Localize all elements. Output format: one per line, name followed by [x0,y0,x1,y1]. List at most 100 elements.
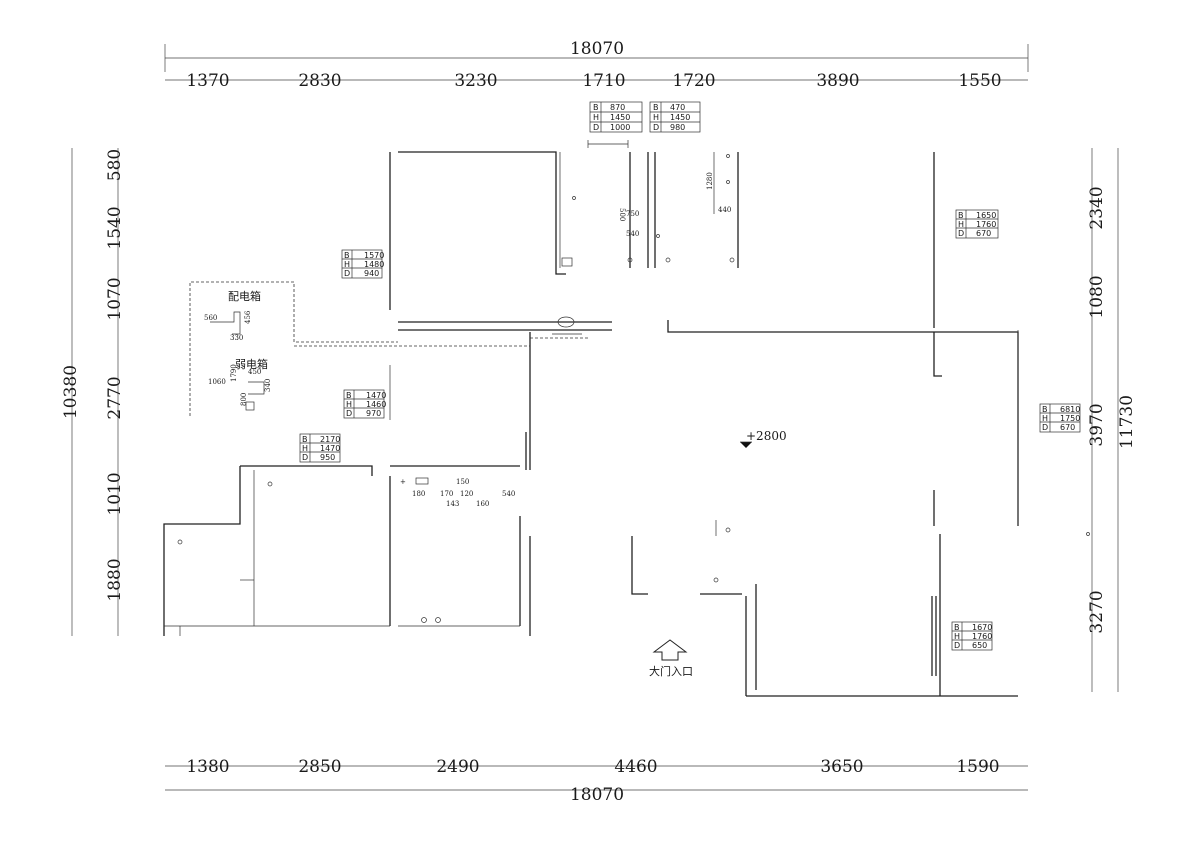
small-dim-text: 450 [248,368,261,376]
tag-h-letter: H [954,632,960,641]
cabinet-tag: B H D 1650 1760 670 [955,209,999,239]
walls [163,151,1019,697]
tag-b-value: 1650 [976,211,996,220]
tag-b-letter: B [346,391,352,400]
elevation-marker: +2800 [740,429,787,448]
tag-d-value: 950 [320,453,335,462]
top-dim-5: 1720 [672,71,715,91]
tag-h-value: 1750 [1060,414,1080,423]
tag-b-value: 870 [610,103,625,112]
small-dim-text: 1790 [230,364,238,382]
tag-d-letter: D [954,641,960,650]
small-dim-text: 330 [230,334,243,342]
tag-h-letter: H [344,260,350,269]
top-dim-3: 3230 [454,71,497,91]
tag-h-value: 1450 [670,113,690,122]
small-dim-text: 160 [476,500,489,508]
small-dim-text: 540 [502,490,515,498]
small-dim-text: 180 [412,490,425,498]
small-dim-text: 170 [440,490,453,498]
right-dim-1: 2340 [1087,186,1107,229]
tag-b-letter: B [344,251,350,260]
small-dim-text: 340 [264,379,272,392]
bottom-dim-5: 3650 [820,757,863,777]
bottom-dim-3: 2490 [436,757,479,777]
left-dim-1: 580 [105,149,125,181]
tag-h-value: 1470 [320,444,340,453]
cabinet-tags: B H D 870 1450 1000 B H D 470 1450 980 B… [299,101,1080,651]
small-dim-text: 1280 [706,172,714,190]
bottom-dim-1: 1380 [186,757,229,777]
small-dim-text: 120 [460,490,473,498]
tag-h-value: 1450 [610,113,630,122]
top-dim-2: 2830 [298,71,341,91]
cabinet-tag: B H D 6810 1750 670 [1039,403,1080,433]
tag-d-letter: D [958,229,964,238]
tag-d-letter: D [344,269,350,278]
small-dim-text: 750 [626,210,639,218]
tag-b-value: 470 [670,103,685,112]
top-dim-4: 1710 [582,71,625,91]
cabinet-tag: B H D 1570 1480 940 [341,249,384,279]
tag-h-letter: H [346,400,352,409]
left-dim-3: 1070 [105,277,125,320]
left-dim-5: 1010 [105,472,125,515]
tag-d-value: 650 [972,641,987,650]
tag-b-letter: B [653,103,659,112]
top-dim-1: 1370 [186,71,229,91]
symbol-plus: + [400,478,406,486]
tag-d-letter: D [653,123,659,132]
small-dim-text: 800 [240,393,248,406]
tag-d-letter: D [1042,423,1048,432]
right-dim-2: 1080 [1087,275,1107,318]
elevation-label: +2800 [746,429,787,443]
cabinet-tag: B H D 1470 1460 970 [343,389,386,419]
cabinet-tag: B H D 470 1450 980 [649,101,701,133]
panel-box-2-label: 弱电箱 [235,357,268,371]
tag-b-value: 1670 [972,623,992,632]
small-dimensions: 560 330 456 1060 1790 450 340 800 500 75… [204,172,731,508]
tag-d-letter: D [302,453,308,462]
dimension-lines [71,44,1119,791]
small-dim-text: 500 [618,208,626,221]
small-dim-text: 1060 [208,378,226,386]
top-dim-7: 1550 [958,71,1001,91]
tag-b-value: 2170 [320,435,340,444]
tag-d-letter: D [593,123,599,132]
small-dim-text: 540 [626,230,639,238]
fixture-symbols: + [177,140,1090,623]
tag-b-value: 1470 [366,391,386,400]
tag-d-value: 940 [364,269,379,278]
left-total-dimension: 10380 [61,365,81,419]
tag-b-letter: B [302,435,308,444]
tag-b-letter: B [593,103,599,112]
top-total-dimension: 18070 [570,39,624,59]
tag-h-letter: H [958,220,964,229]
bottom-total-dimension: 18070 [570,785,624,805]
tag-h-letter: H [302,444,308,453]
tag-h-value: 1760 [976,220,996,229]
tag-d-value: 970 [366,409,381,418]
top-dim-6: 3890 [816,71,859,91]
left-dim-6: 1880 [105,558,125,601]
tag-d-value: 670 [1060,423,1075,432]
tag-b-letter: B [954,623,960,632]
cabinet-tag: B H D 2170 1470 950 [299,433,340,463]
panel-box-1-label: 配电箱 [228,289,261,303]
tag-h-value: 1480 [364,260,384,269]
tag-b-value: 6810 [1060,405,1080,414]
bottom-dim-2: 2850 [298,757,341,777]
left-dim-4: 2770 [105,376,125,419]
small-dim-text: 456 [244,310,252,324]
tag-b-value: 1570 [364,251,384,260]
tag-b-letter: B [958,211,964,220]
left-dim-2: 1540 [105,206,125,249]
bottom-dim-6: 1590 [956,757,999,777]
tag-h-letter: H [1042,414,1048,423]
tag-d-value: 980 [670,123,685,132]
cabinet-tag: B H D 1670 1760 650 [951,621,992,651]
small-dim-text: 150 [456,478,469,486]
tag-h-value: 1760 [972,632,992,641]
right-dim-3: 3970 [1087,403,1107,446]
panel-box-area: 配电箱 弱电箱 [189,281,588,416]
